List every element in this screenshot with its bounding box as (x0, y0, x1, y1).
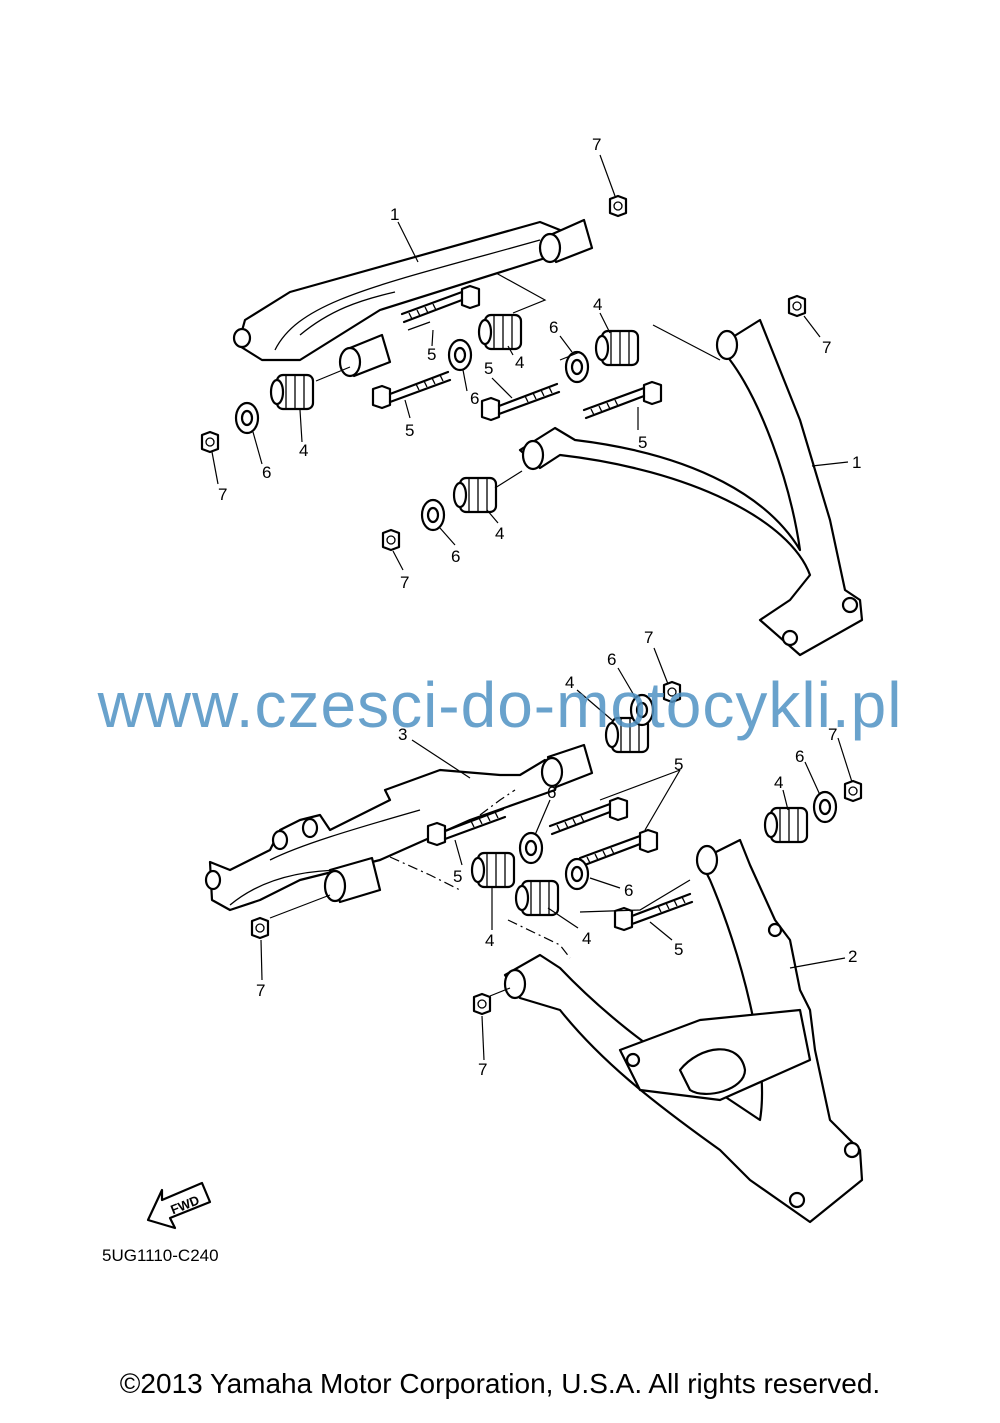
washer-icon (420, 498, 446, 532)
washer-icon (518, 831, 544, 865)
bolt-icon (371, 370, 452, 410)
nut-icon (381, 528, 401, 552)
callout-6: 6 (549, 318, 558, 337)
callout-7: 7 (478, 1060, 487, 1079)
copyright: ©2013 Yamaha Motor Corporation, U.S.A. A… (119, 1368, 881, 1399)
upper-left-arm (232, 218, 594, 378)
callout-7: 7 (592, 135, 601, 154)
callout-4: 4 (495, 524, 504, 543)
callout-4: 4 (485, 931, 494, 950)
bushing-icon (470, 851, 516, 889)
callout-7: 7 (400, 573, 409, 592)
callout-5: 5 (674, 940, 683, 959)
callout-7: 7 (828, 725, 837, 744)
nut-icon (472, 992, 492, 1016)
bolt-icon (548, 796, 629, 836)
callout-4: 4 (593, 295, 602, 314)
callout-2: 2 (848, 947, 857, 966)
callout-6: 6 (470, 389, 479, 408)
bolt-icon (480, 382, 561, 422)
diagram-code: 5UG1110-C240 (102, 1246, 219, 1265)
callout-6: 6 (624, 881, 633, 900)
bushing-icon (763, 806, 809, 844)
nut-icon (787, 294, 807, 318)
watermark: www.czesci-do-motocykli.pl (97, 669, 903, 741)
callout-7: 7 (218, 485, 227, 504)
callout-5: 5 (674, 755, 683, 774)
callout-4: 4 (565, 673, 574, 692)
bolt-icon (582, 380, 663, 420)
callout-7: 7 (644, 628, 653, 647)
bushing-icon (269, 373, 315, 411)
bushing-icon (452, 476, 498, 514)
callout-5: 5 (484, 359, 493, 378)
callout-4: 4 (582, 929, 591, 948)
washer-icon (812, 790, 838, 824)
callout-6: 6 (795, 747, 804, 766)
washer-icon (447, 338, 473, 372)
callout-4: 4 (515, 353, 524, 372)
bushing-icon (594, 329, 640, 367)
upper-right-arm (518, 318, 864, 657)
callout-5: 5 (427, 345, 436, 364)
fwd-arrow-icon: FWD (146, 1181, 212, 1230)
nut-icon (250, 916, 270, 940)
callout-5: 5 (453, 867, 462, 886)
callout-6: 6 (262, 463, 271, 482)
bushing-icon (477, 313, 523, 351)
bolt-icon (578, 828, 659, 868)
callout-1: 1 (852, 453, 861, 472)
callout-3: 3 (398, 725, 407, 744)
callout-5: 5 (638, 433, 647, 452)
nut-icon (200, 430, 220, 454)
washer-icon (234, 401, 260, 435)
callout-6: 6 (607, 650, 616, 669)
callout-1: 1 (390, 205, 399, 224)
nut-icon (608, 194, 628, 218)
callout-4: 4 (299, 441, 308, 460)
callout-5: 5 (405, 421, 414, 440)
callout-7: 7 (822, 338, 831, 357)
callout-6: 6 (451, 547, 460, 566)
lower-right-arm (503, 838, 864, 1224)
callout-4: 4 (774, 773, 783, 792)
nut-icon (843, 779, 863, 803)
callout-6: 6 (547, 783, 556, 802)
callout-7: 7 (256, 981, 265, 1000)
washer-icon (564, 857, 590, 891)
lower-left-arm (204, 743, 594, 912)
